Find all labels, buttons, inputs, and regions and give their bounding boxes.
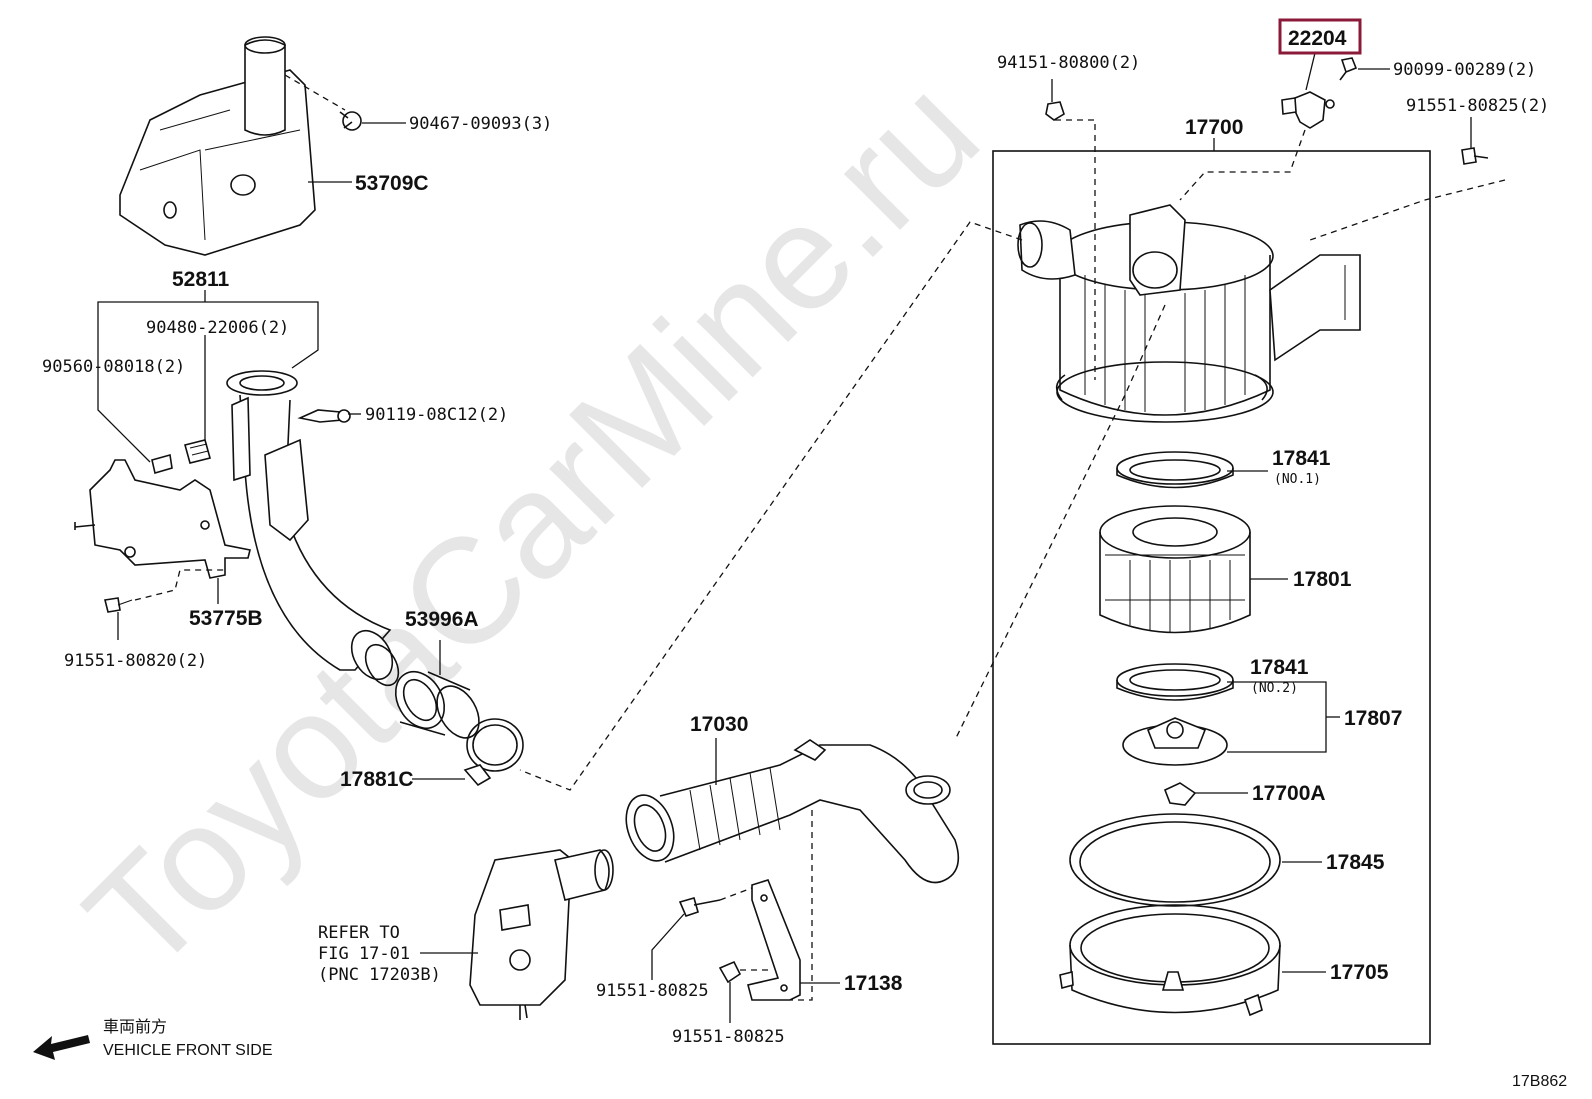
label-17841-no1-sub: (NO.1)	[1274, 472, 1321, 487]
label-91551-80825-a: 91551-80825	[596, 981, 709, 1001]
gasket-17845	[1069, 813, 1281, 907]
label-17705: 17705	[1330, 961, 1389, 984]
refer-line-2: FIG 17-01	[318, 944, 410, 964]
label-52811: 52811	[172, 268, 230, 291]
highlight-box-22204	[1278, 18, 1362, 55]
label-91551-80820: 91551-80820(2)	[64, 651, 207, 671]
clip-90467	[339, 111, 362, 131]
collar-90480	[184, 439, 211, 464]
label-90480-22006: 90480-22006(2)	[146, 318, 289, 338]
lower-case-17705	[1059, 904, 1281, 1017]
label-90560-08018: 90560-08018(2)	[42, 357, 185, 377]
sensor-22204	[1281, 91, 1335, 129]
bolt-91551-80825-b	[718, 960, 742, 984]
resonator-cover-53709c	[119, 36, 316, 256]
vehicle-front-jp: 車両前方	[103, 1018, 167, 1036]
nut-94151	[1045, 101, 1065, 121]
label-17801: 17801	[1293, 568, 1352, 591]
label-17845: 17845	[1326, 851, 1385, 874]
label-17841-no1: 17841	[1272, 447, 1331, 470]
label-53996a: 53996A	[405, 608, 479, 631]
label-53709c: 53709C	[355, 172, 429, 195]
label-17138: 17138	[844, 972, 903, 995]
grommet-90560	[151, 453, 173, 475]
hose-17030	[625, 739, 960, 884]
gasket-17841-no1	[1116, 451, 1234, 489]
bolt-90119	[297, 409, 351, 423]
bolt-91551-80825-2	[1461, 147, 1489, 165]
label-17807: 17807	[1344, 707, 1402, 730]
label-90099-00289: 90099-00289(2)	[1393, 60, 1536, 80]
assembly-box-17700	[992, 150, 1431, 1045]
vehicle-front-arrow	[33, 1035, 90, 1060]
vehicle-front-en: VEHICLE FRONT SIDE	[103, 1042, 273, 1059]
label-17841-no2-sub: (NO.2)	[1251, 681, 1298, 696]
label-53775b: 53775B	[189, 607, 263, 630]
throttle-body-ref	[469, 849, 614, 1020]
clip-17700a	[1163, 782, 1197, 806]
label-91551-80825-2: 91551-80825(2)	[1406, 96, 1549, 116]
group-bracket-52811	[97, 301, 319, 369]
intake-duct-52811	[226, 370, 400, 687]
label-94151-80800: 94151-80800(2)	[997, 53, 1140, 73]
valve-17807	[1122, 717, 1228, 766]
filter-element-17801	[1099, 505, 1251, 634]
bolt-91551-80820	[104, 597, 133, 613]
label-17030: 17030	[690, 713, 748, 736]
label-22204: 22204	[1288, 27, 1347, 50]
label-91551-80825-b: 91551-80825	[672, 1027, 785, 1047]
label-90119-08c12: 90119-08C12(2)	[365, 405, 508, 425]
bracket-17138	[747, 879, 801, 1001]
label-90467-09093: 90467-09093(3)	[409, 114, 552, 134]
sleeve-53996a	[394, 670, 480, 739]
label-17700: 17700	[1185, 116, 1243, 139]
label-17881c: 17881C	[340, 768, 414, 791]
gasket-17841-no2	[1116, 663, 1234, 701]
bolt-91551-80825-a	[678, 897, 721, 917]
label-17700a: 17700A	[1252, 782, 1326, 805]
clamp-17881c	[463, 718, 524, 787]
air-cleaner-cap	[1017, 204, 1361, 423]
figure-code: 17B862	[1512, 1073, 1567, 1090]
refer-line-3: (PNC 17203B)	[318, 965, 441, 985]
label-17841-no2: 17841	[1250, 656, 1309, 679]
bracket-53775b	[74, 459, 251, 579]
refer-line-1: REFER TO	[318, 923, 400, 943]
bolt-90099	[1339, 57, 1358, 81]
